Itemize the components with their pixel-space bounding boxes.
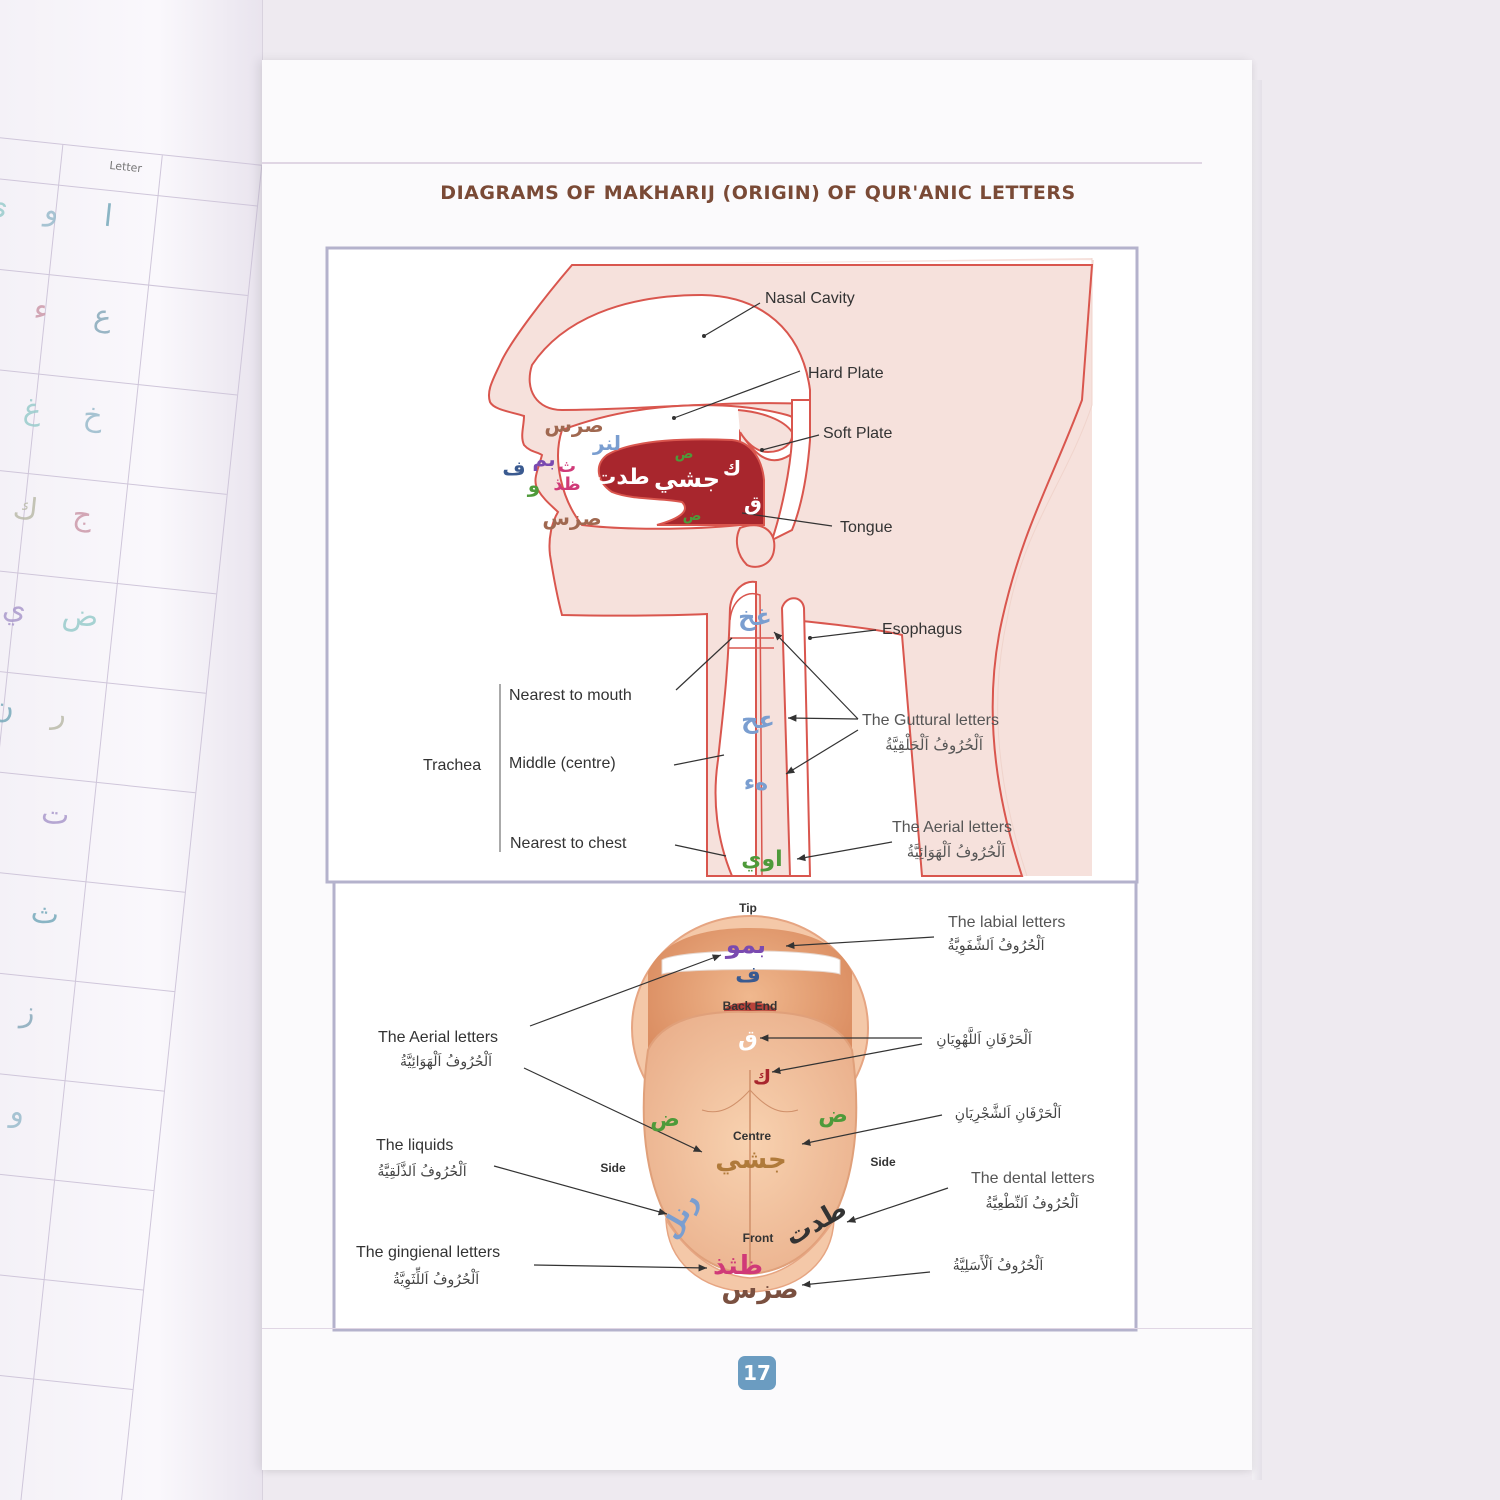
- label-nearest-to-chest: Nearest to chest: [510, 835, 627, 852]
- label-nearest-to-mouth: Nearest to mouth: [509, 687, 632, 704]
- letters-dad-top: ض: [675, 446, 694, 462]
- label-labial-ar: اَلْحُرُوفُ اَلشَّفَوِيَّةُ: [947, 935, 1045, 955]
- facing-table-grid: [0, 133, 262, 1500]
- label-side-right: Side: [870, 1155, 896, 1169]
- footer-rule: [262, 1328, 1252, 1329]
- letters-zha-dhal: ظذ: [553, 474, 580, 495]
- letters-centre: جشي: [715, 1145, 787, 1175]
- label-labial-en: The labial letters: [948, 914, 1065, 931]
- facing-table-letter: ك: [11, 490, 40, 529]
- letters-ba-mim: بم: [532, 447, 555, 471]
- letters-fa: ف: [502, 456, 525, 480]
- facing-table-letter: ث: [29, 894, 61, 933]
- letters-dad-bottom: ض: [683, 508, 702, 524]
- label-dental-ar: اَلْحُرُوفُ اَلنِّطْعِيَّةُ: [986, 1193, 1080, 1212]
- label-uvular-ar: اَلْحَرْفَانِ اَللَّهْوِيَانِ: [936, 1027, 1032, 1049]
- label-aerial-en-2: The Aerial letters: [378, 1029, 498, 1046]
- label-esophagus: Esophagus: [882, 621, 962, 638]
- label-guttural-en: The Guttural letters: [862, 712, 999, 729]
- facing-table-letter: ي: [0, 590, 28, 628]
- letters-fa-2: ف: [735, 963, 761, 988]
- letters-dad-left: ض: [650, 1107, 680, 1132]
- facing-table-letter: و: [8, 1093, 27, 1131]
- label-soft-plate: Soft Plate: [823, 425, 892, 442]
- facing-table-letter: ض: [60, 596, 101, 636]
- label-middle-centre: Middle (centre): [509, 755, 616, 772]
- label-trachea: Trachea: [423, 757, 481, 774]
- letters-kaf-2: ك: [753, 1065, 771, 1089]
- label-aerial-ar-2: اَلْحُرُوفُ اَلْهَوَائِيَّةُ: [400, 1051, 493, 1070]
- letters-throat-upper: غخ: [738, 603, 772, 631]
- tongue-diagram-panel: Tip Back End Centre Side Side Front The …: [332, 880, 1138, 1332]
- facing-table-letter: ت: [39, 795, 72, 834]
- letters-tongue-middle: جشي: [654, 465, 720, 493]
- label-gingival-ar: اَلْحُرُوفُ اَللِّثَوِيَّةُ: [393, 1267, 480, 1289]
- facing-page-table: Letter يواهءعحغخقكجشيضلنرطدتظذثصسزبموف: [0, 0, 262, 1500]
- page-number-badge: 17: [738, 1356, 776, 1390]
- label-palatal-ar: اَلْحَرْفَانِ اَلشَّجْرِيَانِ: [955, 1103, 1062, 1123]
- label-dental-en: The dental letters: [971, 1170, 1095, 1187]
- letters-qaf: ق: [744, 491, 762, 515]
- label-nasal-cavity: Nasal Cavity: [765, 290, 855, 307]
- label-aerial-ar: اَلْحُرُوفُ اَلْهَوَائِيَّةُ: [907, 841, 1006, 861]
- label-gingival-en: The gingienal letters: [356, 1244, 500, 1261]
- facing-table-letter: ج: [70, 497, 94, 534]
- letters-lam-nun-ra: لنر: [592, 431, 621, 455]
- label-guttural-ar: اَلْحُرُوفُ اَلْحَلْقِيَّةُ: [885, 734, 983, 754]
- letters-gingival: ظثذ: [713, 1251, 763, 1281]
- page-title: DIAGRAMS OF MAKHARIJ (ORIGIN) OF QUR'ANI…: [440, 182, 1076, 204]
- label-back-end: Back End: [723, 999, 778, 1013]
- letters-throat-chest: اوي: [741, 847, 782, 872]
- facing-table-letter: و: [42, 192, 61, 229]
- label-hard-plate: Hard Plate: [808, 365, 884, 382]
- letters-throat-middle: عح: [741, 706, 775, 734]
- letters-labial: بمو: [725, 931, 766, 959]
- letters-lips-bottom: صزس: [542, 506, 601, 530]
- label-centre: Centre: [733, 1129, 771, 1143]
- letters-qaf-2: ق: [738, 1027, 758, 1052]
- makharij-diagrams: Nasal Cavity Hard Plate Soft Plate Tongu…: [325, 246, 1139, 1332]
- label-liquids-ar: اَلْحُرُوفُ اَلذَّلَقِيَّةُ: [377, 1161, 467, 1180]
- throat-diagram-panel: Nasal Cavity Hard Plate Soft Plate Tongu…: [325, 246, 1139, 884]
- letters-tha: ث: [558, 456, 576, 477]
- letters-kaf: ك: [723, 456, 741, 480]
- label-liquids-en: The liquids: [376, 1137, 453, 1154]
- page-edge-stack: [1252, 80, 1262, 1480]
- label-front: Front: [743, 1231, 774, 1245]
- letters-lips-top: صزس: [544, 413, 603, 437]
- facing-page-left: Letter يواهءعحغخقكجشيضلنرطدتظذثصسزبموف: [0, 0, 263, 1500]
- facing-table-letter: غ: [21, 391, 44, 428]
- label-sibilant-ar: اَلْحُرُوفُ اَلْأَسَلِيَّةُ: [953, 1254, 1044, 1274]
- main-page: DIAGRAMS OF MAKHARIJ (ORIGIN) OF QUR'ANI…: [262, 60, 1252, 1470]
- facing-table-letter: ر: [50, 695, 69, 733]
- label-aerial-en: The Aerial letters: [892, 819, 1012, 836]
- letters-waw: و: [527, 473, 540, 497]
- label-tip: Tip: [739, 901, 757, 915]
- letters-dad-right: ض: [818, 1103, 848, 1128]
- label-side-left: Side: [600, 1161, 626, 1175]
- label-tongue: Tongue: [840, 519, 893, 536]
- letters-tongue-front: طدت: [594, 465, 650, 490]
- header-rule: [262, 162, 1202, 164]
- facing-table-letter: ز: [18, 994, 37, 1031]
- facing-table-letter: خ: [81, 397, 105, 435]
- letters-throat-lower: هء: [744, 771, 768, 796]
- facing-table-letter: ع: [91, 298, 114, 335]
- letters-sibilant: صزس: [721, 1275, 798, 1305]
